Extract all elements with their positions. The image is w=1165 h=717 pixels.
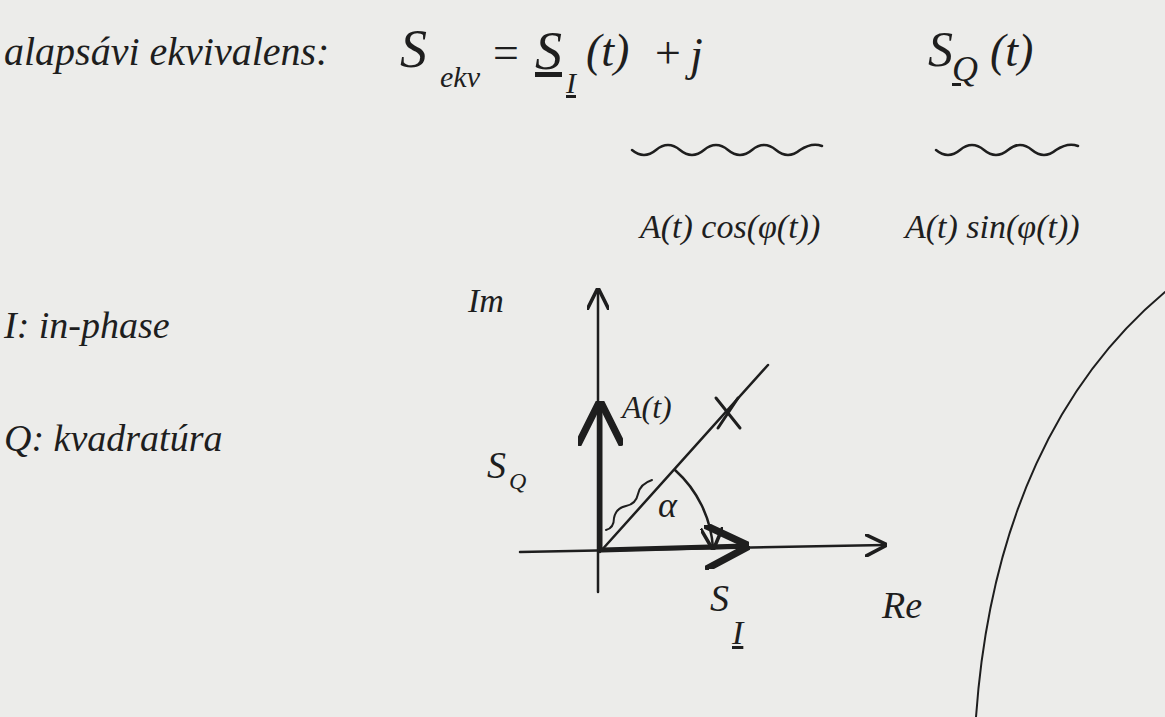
handwritten-label: S	[400, 20, 427, 79]
handwritten-label: ekv	[440, 60, 480, 93]
phasor-vector	[600, 365, 768, 552]
q-component	[598, 405, 603, 550]
handwritten-label: A(t) cos(φ(t))	[640, 208, 820, 245]
handwritten-label: A(t) sin(φ(t))	[905, 208, 1080, 245]
handwritten-label: (t)	[586, 26, 629, 77]
handwritten-label: (t)	[990, 26, 1033, 77]
im-axis	[597, 290, 600, 592]
handwritten-label: +	[652, 28, 683, 79]
handwritten-label: I	[732, 614, 743, 651]
i-component	[602, 546, 745, 550]
handwritten-label: S	[710, 578, 729, 620]
handwritten-label: S	[487, 445, 506, 487]
margin-curve	[976, 292, 1165, 717]
handwritten-label: j	[690, 30, 703, 81]
handwritten-label: Q	[509, 468, 526, 494]
handwritten-label: S	[928, 22, 953, 77]
wavy-brace	[606, 480, 652, 530]
re-axis	[520, 545, 885, 552]
handwritten-label: Im	[468, 282, 504, 319]
handwritten-label: A(t)	[622, 390, 672, 425]
wavy-brace	[632, 145, 822, 155]
handwritten-label: S	[535, 22, 562, 81]
handwritten-label: I: in-phase	[4, 305, 170, 347]
handwritten-label: α	[658, 486, 677, 526]
handwritten-label: Q	[952, 50, 978, 90]
handwritten-label: Re	[882, 585, 922, 627]
wavy-brace	[936, 145, 1078, 155]
handwritten-label: I	[566, 66, 576, 99]
angle-arc	[675, 470, 713, 548]
handwritten-label: alapsávi ekvivalens:	[4, 30, 329, 74]
handwritten-label: =	[490, 28, 521, 79]
handwritten-label: Q: kvadratúra	[4, 418, 222, 460]
cross-mark	[716, 398, 740, 428]
